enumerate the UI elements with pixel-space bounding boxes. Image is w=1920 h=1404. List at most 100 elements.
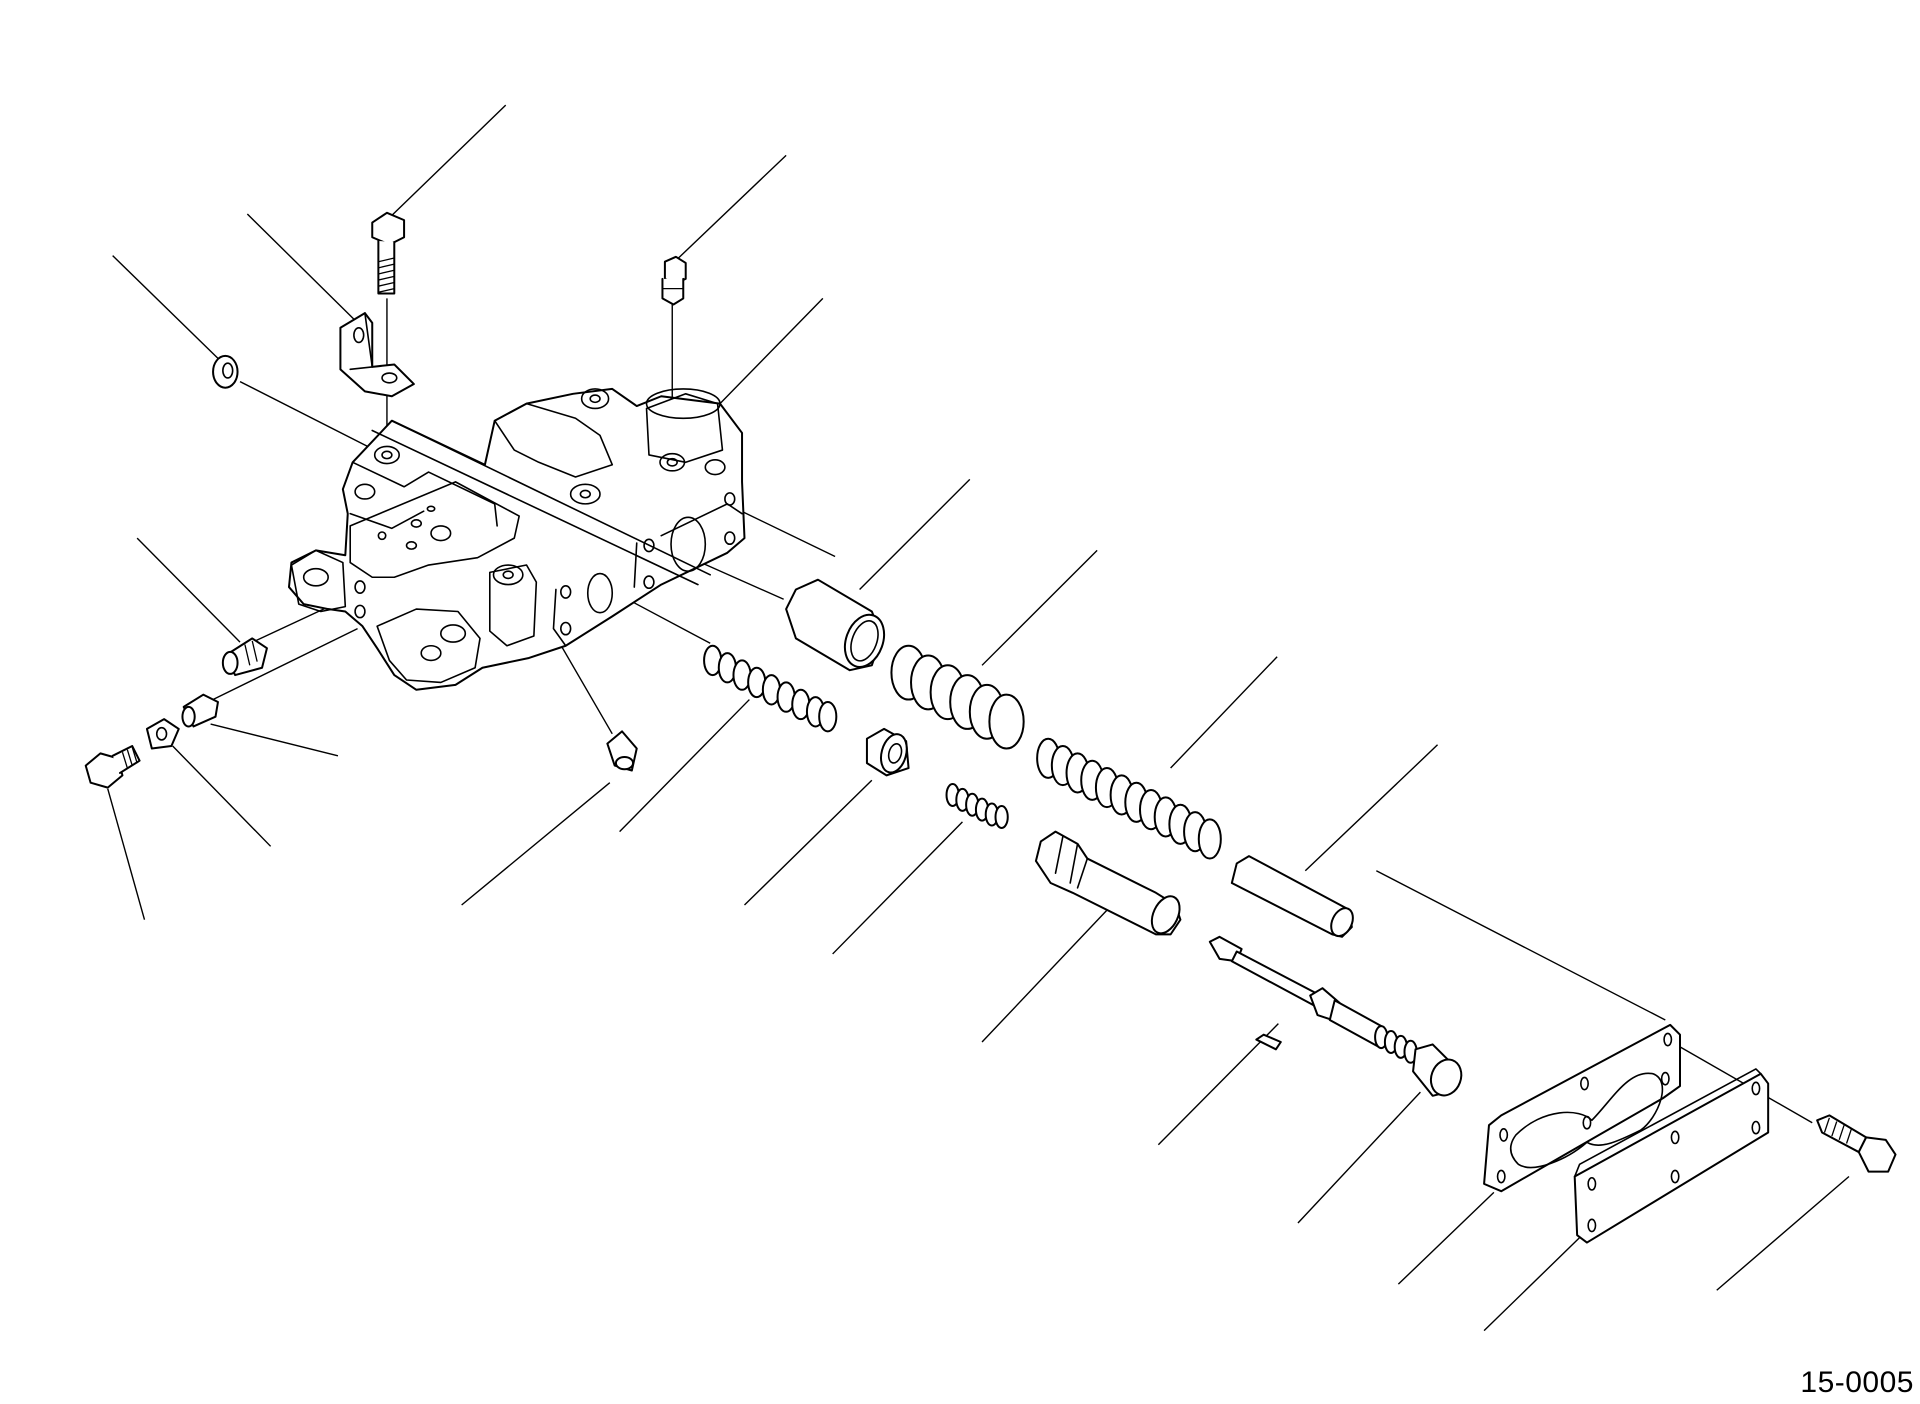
- leader-line: [113, 256, 221, 361]
- stem-knob-end: [1426, 1055, 1466, 1100]
- spring-seat: [867, 729, 911, 776]
- cotter-pin: [1256, 1035, 1280, 1050]
- leader-line: [1305, 745, 1437, 871]
- bolt-hole: [382, 451, 392, 458]
- bolt-hole: [421, 646, 441, 661]
- valve-body-left-lug: [291, 550, 345, 611]
- leader-line: [720, 298, 823, 403]
- axis-line: [696, 560, 784, 599]
- spring-small: [947, 784, 1008, 828]
- spring-left: [704, 646, 836, 732]
- sleeve-bore: [846, 617, 883, 664]
- cover-bolt: [1817, 1115, 1895, 1171]
- bracket-hole: [382, 373, 397, 383]
- valve-body-post: [490, 565, 537, 646]
- spring-coil: [996, 806, 1008, 828]
- leader-line: [1717, 1177, 1849, 1291]
- bolt-hole: [580, 490, 590, 497]
- leader-line: [1158, 1024, 1278, 1145]
- spring-long: [1037, 739, 1221, 859]
- bolt-hole: [725, 532, 735, 544]
- plate-hole: [1671, 1170, 1678, 1182]
- bolt-hole: [503, 571, 513, 578]
- bracket-bolt: [372, 213, 404, 294]
- leader-line: [1376, 871, 1665, 1020]
- bolt-hole: [493, 565, 522, 585]
- axis-line: [213, 629, 357, 700]
- washer-inner: [223, 363, 233, 378]
- gasket-cutout: [1511, 1073, 1663, 1167]
- leader-line: [860, 479, 970, 589]
- leader-line: [387, 105, 506, 220]
- washer-outer: [213, 356, 237, 388]
- bolt-hole: [355, 484, 375, 499]
- seat-bore: [887, 742, 904, 764]
- plug-body: [662, 279, 683, 305]
- leader-line: [108, 789, 145, 920]
- seat-face: [877, 731, 911, 775]
- bracket-hole: [354, 328, 364, 343]
- bolt-hole: [561, 623, 571, 635]
- axis-line: [240, 382, 380, 453]
- figure-number: 15-0005: [1800, 1366, 1914, 1399]
- left-side-plug: [223, 638, 267, 675]
- bolt-thread-lines: [1824, 1118, 1851, 1144]
- bolt-hole: [375, 446, 399, 463]
- plug-end: [616, 757, 633, 769]
- leader-lines: [108, 105, 1849, 1330]
- gasket-hole: [1498, 1170, 1505, 1182]
- bolt-hole: [725, 493, 735, 505]
- plate-hole: [1752, 1121, 1759, 1133]
- piston-end: [1146, 892, 1185, 938]
- leader-line: [1484, 1238, 1580, 1331]
- valve-pin: [1232, 856, 1357, 939]
- port-hole: [407, 542, 417, 549]
- leader-line: [1298, 1092, 1420, 1223]
- bolt-hole: [644, 576, 654, 588]
- bolt-hole: [705, 460, 725, 475]
- port-hole: [378, 532, 385, 539]
- pin-body: [1256, 1035, 1280, 1050]
- plate-hole: [1752, 1082, 1759, 1094]
- bore-port: [671, 517, 705, 571]
- plug-thread: [245, 641, 257, 665]
- bolt-hole: [644, 539, 654, 551]
- bracket-fold: [350, 313, 372, 369]
- valve-piston: [1036, 832, 1185, 938]
- spring-coil: [1199, 819, 1221, 858]
- bolt-hole: [355, 605, 365, 617]
- gasket-hole: [1664, 1033, 1671, 1045]
- leader-line: [620, 700, 750, 832]
- bolt-hole: [667, 459, 677, 466]
- leader-line: [137, 538, 240, 642]
- bolt-hole: [571, 484, 600, 504]
- bolt-thread-lines: [122, 747, 137, 768]
- leader-line: [982, 550, 1097, 665]
- small-plug: [182, 695, 218, 727]
- leader-line: [247, 214, 355, 320]
- plug-end: [182, 707, 194, 727]
- plug-end: [223, 652, 238, 674]
- bolt-thread: [113, 746, 140, 773]
- bolt-head: [86, 753, 123, 787]
- bolt-hole: [582, 389, 609, 409]
- bolt-head: [1859, 1137, 1896, 1171]
- port-hole: [411, 520, 421, 527]
- gasket-hole: [1662, 1073, 1669, 1085]
- valve-body-top-face: [350, 421, 710, 585]
- gasket-hole: [1581, 1077, 1588, 1089]
- port-hole: [431, 526, 451, 541]
- mounting-bracket: [340, 313, 413, 396]
- bolt-hole: [561, 586, 571, 598]
- spring-large: [891, 646, 1023, 749]
- bolt-head: [372, 213, 404, 245]
- bolt-hole: [441, 625, 465, 642]
- valve-body-outline: [289, 389, 745, 690]
- washer-hole: [157, 728, 167, 740]
- leader-line: [1398, 1192, 1494, 1284]
- pin-end: [1327, 905, 1357, 940]
- leader-line: [211, 724, 338, 756]
- bolt-hole: [355, 581, 365, 593]
- gasket-hole: [1500, 1129, 1507, 1141]
